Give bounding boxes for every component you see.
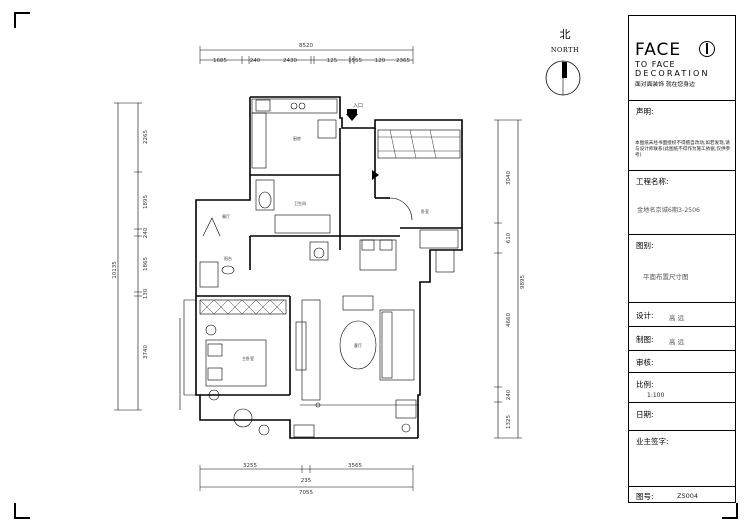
dim-bottom-seg: 3565	[348, 463, 362, 469]
dim-left-seg: 2265	[143, 130, 149, 144]
company-logo: FACE TO FACE DECORATION 面对面装饰 就在您身边	[633, 40, 733, 100]
logo-line1: FACE	[635, 40, 682, 60]
crop-mark-top-left	[14, 12, 30, 28]
drawing-row: 图别: 平面布置尺寸图	[629, 234, 735, 302]
project-label: 工程名称:	[636, 177, 669, 186]
date-row: 日期:	[629, 402, 735, 430]
dim-left-seg: 1865	[143, 257, 149, 271]
logo-emblem-icon	[699, 41, 715, 57]
room-label-bedroom: 卧室	[421, 208, 429, 214]
project-value: 金地名京城6期3-2506	[637, 207, 700, 214]
review-row: 审核:	[629, 350, 735, 372]
owner-row: 业主签字:	[629, 430, 735, 486]
project-row: 工程名称: 金地名京城6期3-2506	[629, 170, 735, 234]
design-value: 高 远	[669, 314, 685, 322]
dim-bottom-total: 7055	[299, 490, 313, 496]
review-label: 审核:	[636, 358, 654, 367]
dim-top-seg: 2365	[396, 58, 410, 64]
draft-row: 制图: 高 远	[629, 326, 735, 350]
dim-right-total: 9895	[520, 275, 526, 289]
dim-left-seg: 3740	[143, 345, 149, 359]
scale-label: 比例:	[636, 380, 654, 389]
room-label-living: 客厅	[354, 342, 362, 348]
north-en-label: NORTH	[551, 46, 579, 54]
dim-right-seg: 240	[506, 389, 512, 400]
room-label-master: 主卧室	[242, 355, 254, 361]
declaration-text: 本图纸未经书面授权不得擅自改动,如若发现,请与设计师联系(此图纸不得作为施工依据…	[635, 141, 731, 158]
dim-left-total: 10135	[112, 261, 118, 279]
crop-mark-bottom-left	[14, 503, 30, 519]
design-label: 设计:	[636, 311, 654, 320]
dim-bottom-seg: 3255	[243, 463, 257, 469]
dim-right-seg: 610	[506, 232, 512, 243]
dim-left-seg: 240	[143, 227, 149, 238]
dim-top-seg: 1555	[348, 58, 362, 64]
dim-left-seg: 1895	[143, 195, 149, 209]
dim-left-segments: 2265 1895 240 1865 130 3740	[143, 130, 149, 359]
crop-mark-bottom-right	[722, 503, 738, 519]
design-row: 设计: 高 远	[629, 302, 735, 326]
room-label-bath: 卫生间	[294, 200, 306, 206]
dim-right-seg: 3040	[506, 171, 512, 185]
dim-top-segments: 1685 240 2430 125 1555 120 2365	[213, 58, 410, 64]
dim-top-seg: 2430	[283, 58, 297, 64]
dim-top-seg: 120	[375, 58, 386, 64]
drawing-label: 图别:	[636, 241, 654, 250]
draft-label: 制图:	[636, 335, 654, 344]
dim-right-segments: 3040 610 4660 240 1325	[506, 171, 512, 429]
dim-top-seg: 240	[250, 58, 261, 64]
scale-value: 1:100	[647, 392, 665, 399]
logo-tagline: 面对面装饰 就在您身边	[635, 82, 695, 88]
room-label-kitchen: 厨房	[293, 135, 301, 141]
dim-top-total: 8520	[299, 43, 313, 49]
room-label-dining: 餐厅	[222, 213, 230, 219]
logo-line2: TO FACE	[635, 60, 676, 69]
dim-bottom-mid: 235	[301, 478, 312, 484]
declaration-row: 声明: 本图纸未经书面授权不得擅自改动,如若发现,请与设计师联系(此图纸不得作为…	[629, 100, 735, 170]
floor-plan-drawing: 8520 1685 240 2430 125 1555 120 2365 101…	[112, 28, 581, 496]
dim-right-seg: 1325	[506, 415, 512, 429]
date-label: 日期:	[636, 410, 654, 419]
sheet-label: 图号:	[636, 492, 654, 501]
logo-line3: DECORATION	[635, 69, 710, 78]
scale-row: 比例: 1:100	[629, 372, 735, 402]
dim-top-seg: 1685	[213, 58, 227, 64]
drawing-value: 平面布置尺寸图	[643, 273, 689, 281]
entrance-arrow-icon	[346, 114, 358, 121]
sheet-row: 图号: ZS004	[629, 486, 735, 504]
draft-value: 高 远	[669, 338, 685, 346]
sheet-value: ZS004	[677, 492, 698, 500]
north-cn-label: 北	[560, 28, 571, 41]
dim-top-seg: 125	[327, 58, 338, 64]
owner-label: 业主签字:	[636, 437, 669, 446]
title-block: FACE TO FACE DECORATION 面对面装饰 就在您身边 声明: …	[628, 15, 736, 503]
declaration-label: 声明:	[636, 107, 654, 116]
entrance-label: 入口	[353, 103, 363, 109]
north-compass-icon: 北 NORTH	[545, 28, 581, 96]
room-label-balcony: 阳台	[224, 255, 232, 261]
dim-left-seg: 130	[143, 288, 149, 299]
dim-right-seg: 4660	[506, 313, 512, 327]
